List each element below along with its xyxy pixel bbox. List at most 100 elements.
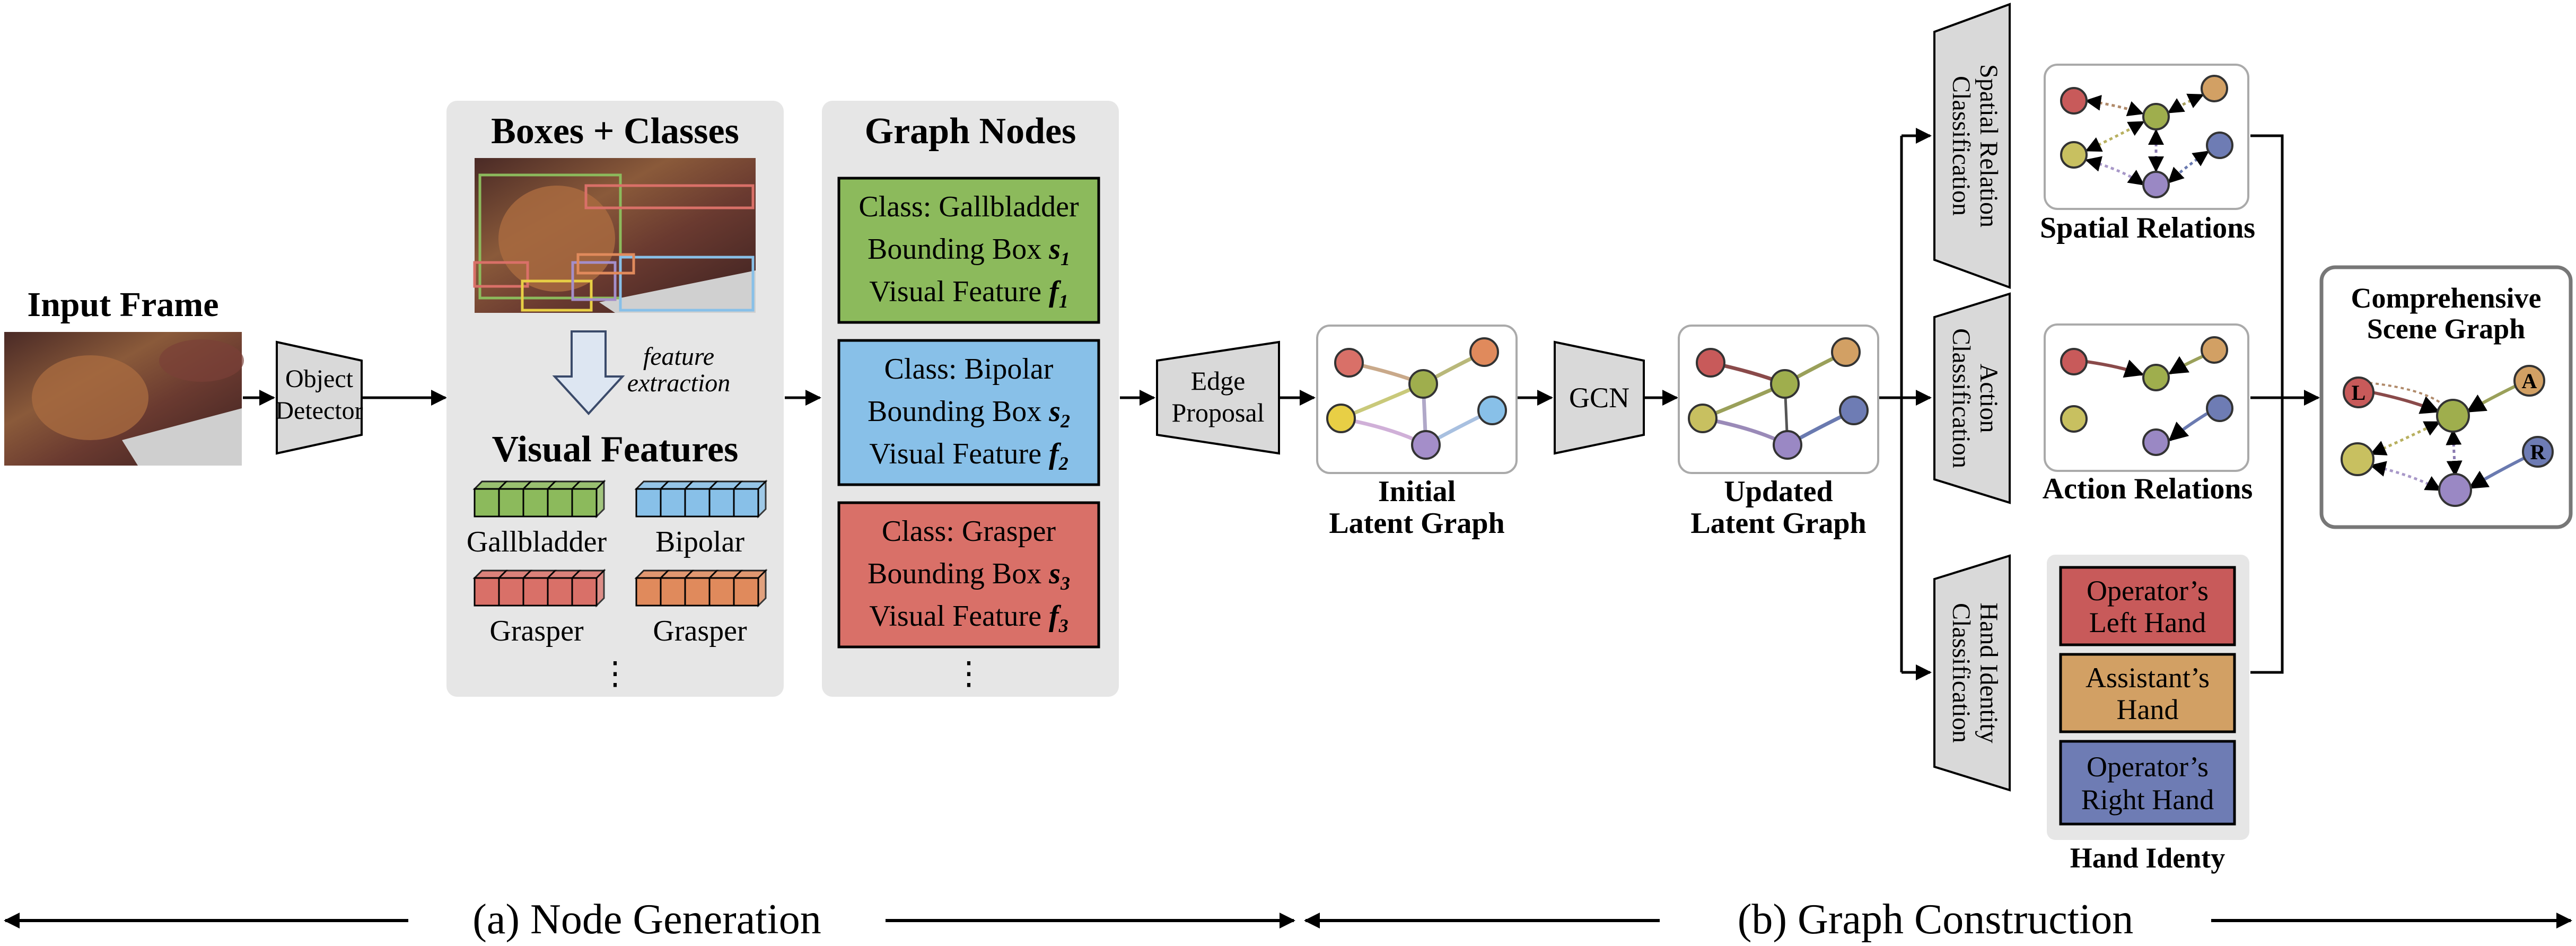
- node-1-class: Class: Gallbladder: [858, 190, 1079, 223]
- hand-classifier-line1: Hand Identity: [1975, 602, 2003, 743]
- phase-a-label: (a) Node Generation: [472, 896, 821, 943]
- graph-edge: [2446, 429, 2463, 477]
- node-assistant-hand: [2513, 365, 2545, 397]
- node-3-feature: Visual Feature f3: [869, 600, 1068, 636]
- gcn-block: GCN: [1554, 340, 1645, 455]
- updated-graph-line2: Latent Graph: [1690, 507, 1866, 540]
- phase-b-label: (b) Graph Construction: [1738, 896, 2134, 943]
- node-purple: [2142, 171, 2170, 198]
- action-classifier-line1: Action: [1975, 364, 2003, 433]
- graph-edge: [2085, 156, 2145, 186]
- graph-edge: [2085, 120, 2145, 152]
- node-yellow: [1688, 404, 1718, 433]
- spatial-relations-graph: [2044, 64, 2249, 210]
- node-orange: [1831, 337, 1861, 367]
- object-detector: Object Detector: [275, 340, 363, 455]
- initial-graph-line1: Initial: [1378, 475, 1456, 508]
- node-purple: [1411, 430, 1441, 460]
- feature-extraction-line2: extraction: [627, 369, 731, 397]
- action-relations-graph: [2044, 323, 2249, 472]
- graph-edge: [2372, 391, 2440, 414]
- graph-node-card-grasper: Class: Grasper Bounding Box s3 Visual Fe…: [837, 501, 1100, 649]
- hand-item-3-line2: Right Hand: [2081, 784, 2214, 816]
- spatial-relation-classifier: Spatial Relation Classification: [1933, 3, 2011, 289]
- feature-label-grasper-1: Grasper: [489, 615, 584, 647]
- node-orange: [2201, 336, 2228, 364]
- node-red: [1334, 348, 1364, 378]
- node-1-feature: Visual Feature f1: [869, 275, 1068, 312]
- node-green: [2142, 103, 2170, 130]
- graph-edge: [2086, 360, 2144, 378]
- action-relations-label: Action Relations: [2043, 472, 2253, 505]
- input-frame-image: [4, 332, 244, 466]
- node-orange: [1469, 337, 1499, 367]
- updated-graph-line1: Updated: [1724, 475, 1833, 508]
- feature-block-gallbladder: [472, 479, 606, 519]
- gcn-label: GCN: [1569, 382, 1629, 414]
- initial-graph-line2: Latent Graph: [1329, 507, 1504, 540]
- node-blue: [2206, 395, 2233, 422]
- hand-item-assistant: Assistant’s Hand: [2059, 653, 2236, 733]
- node-green: [2436, 399, 2470, 433]
- hand-item-1-line1: Operator’s: [2087, 575, 2209, 607]
- action-classifier: Action Classification: [1933, 292, 2011, 504]
- hand-item-1-line2: Left Hand: [2089, 607, 2206, 638]
- feature-block-grasper-1: [472, 568, 606, 608]
- node-orange: [2201, 75, 2228, 102]
- detected-boxes-image: [473, 158, 756, 313]
- scene-node-label-R: R: [2530, 440, 2546, 464]
- scene-node-label-L: L: [2352, 381, 2366, 405]
- feature-label-grasper-2: Grasper: [653, 615, 747, 647]
- edge-proposal: Edge Proposal: [1156, 340, 1280, 455]
- graph-edge: [2167, 93, 2204, 114]
- edge-proposal-line1: Edge: [1191, 366, 1246, 396]
- edge-proposal-line2: Proposal: [1172, 398, 1265, 427]
- node-red: [2060, 348, 2088, 375]
- hand-item-operator-right: Operator’s Right Hand: [2059, 740, 2236, 826]
- node-yellow: [2060, 405, 2088, 433]
- spatial-relations-label: Spatial Relations: [2040, 212, 2255, 244]
- spatial-classifier-line2: Classification: [1947, 76, 1975, 216]
- boxes-panel-title: Boxes + Classes: [491, 111, 739, 152]
- hand-item-3-line1: Operator’s: [2087, 751, 2209, 783]
- graph-node-card-gallbladder: Class: Gallbladder Bounding Box s1 Visua…: [837, 177, 1100, 324]
- graph-nodes-title: Graph Nodes: [865, 111, 1076, 152]
- node-red: [2060, 87, 2088, 115]
- initial-latent-graph: [1316, 325, 1518, 474]
- node-green: [1770, 369, 1800, 399]
- graph-nodes-ellipsis: ⋮: [953, 656, 985, 691]
- node-purple: [2142, 428, 2170, 456]
- node-2-box: Bounding Box s2: [868, 395, 1070, 432]
- features-ellipsis: ⋮: [599, 656, 631, 691]
- node-purple: [2438, 473, 2472, 507]
- graph-edge: [2369, 382, 2443, 405]
- node-blue: [1477, 396, 1507, 425]
- object-detector-line2: Detector: [275, 397, 363, 425]
- hand-item-operator-left: Operator’s Left Hand: [2059, 566, 2236, 646]
- hand-item-2-line2: Hand: [2117, 694, 2179, 725]
- graph-edge: [2466, 384, 2517, 413]
- node-2-feature: Visual Feature f2: [869, 437, 1068, 474]
- graph-edge: [2370, 461, 2442, 492]
- graph-edge: [2167, 150, 2210, 184]
- node-green: [1408, 369, 1438, 399]
- node-3-box: Bounding Box s3: [868, 557, 1070, 594]
- node-blue: [2206, 132, 2233, 159]
- node-purple: [1773, 430, 1802, 460]
- object-detector-line1: Object: [285, 365, 354, 393]
- node-2-class: Class: Bipolar: [884, 353, 1054, 386]
- hand-identity-label: Hand Identy: [2070, 842, 2225, 874]
- feature-extraction-arrow: [552, 330, 625, 415]
- feature-block-grasper-2: [634, 568, 768, 608]
- updated-latent-graph: [1678, 325, 1879, 474]
- branch-connectors: [1879, 128, 1932, 680]
- hand-classifier-line2: Classification: [1947, 603, 1975, 743]
- node-yellow: [2060, 141, 2088, 169]
- input-frame-title: Input Frame: [27, 285, 218, 324]
- hand-identity-classifier: Hand Identity Classification: [1933, 554, 2011, 792]
- node-right-hand: [2522, 436, 2554, 468]
- graph-edge: [2168, 412, 2208, 442]
- graph-node-card-bipolar: Class: Bipolar Bounding Box s2 Visual Fe…: [837, 339, 1100, 486]
- spatial-classifier-line1: Spatial Relation: [1975, 64, 2003, 227]
